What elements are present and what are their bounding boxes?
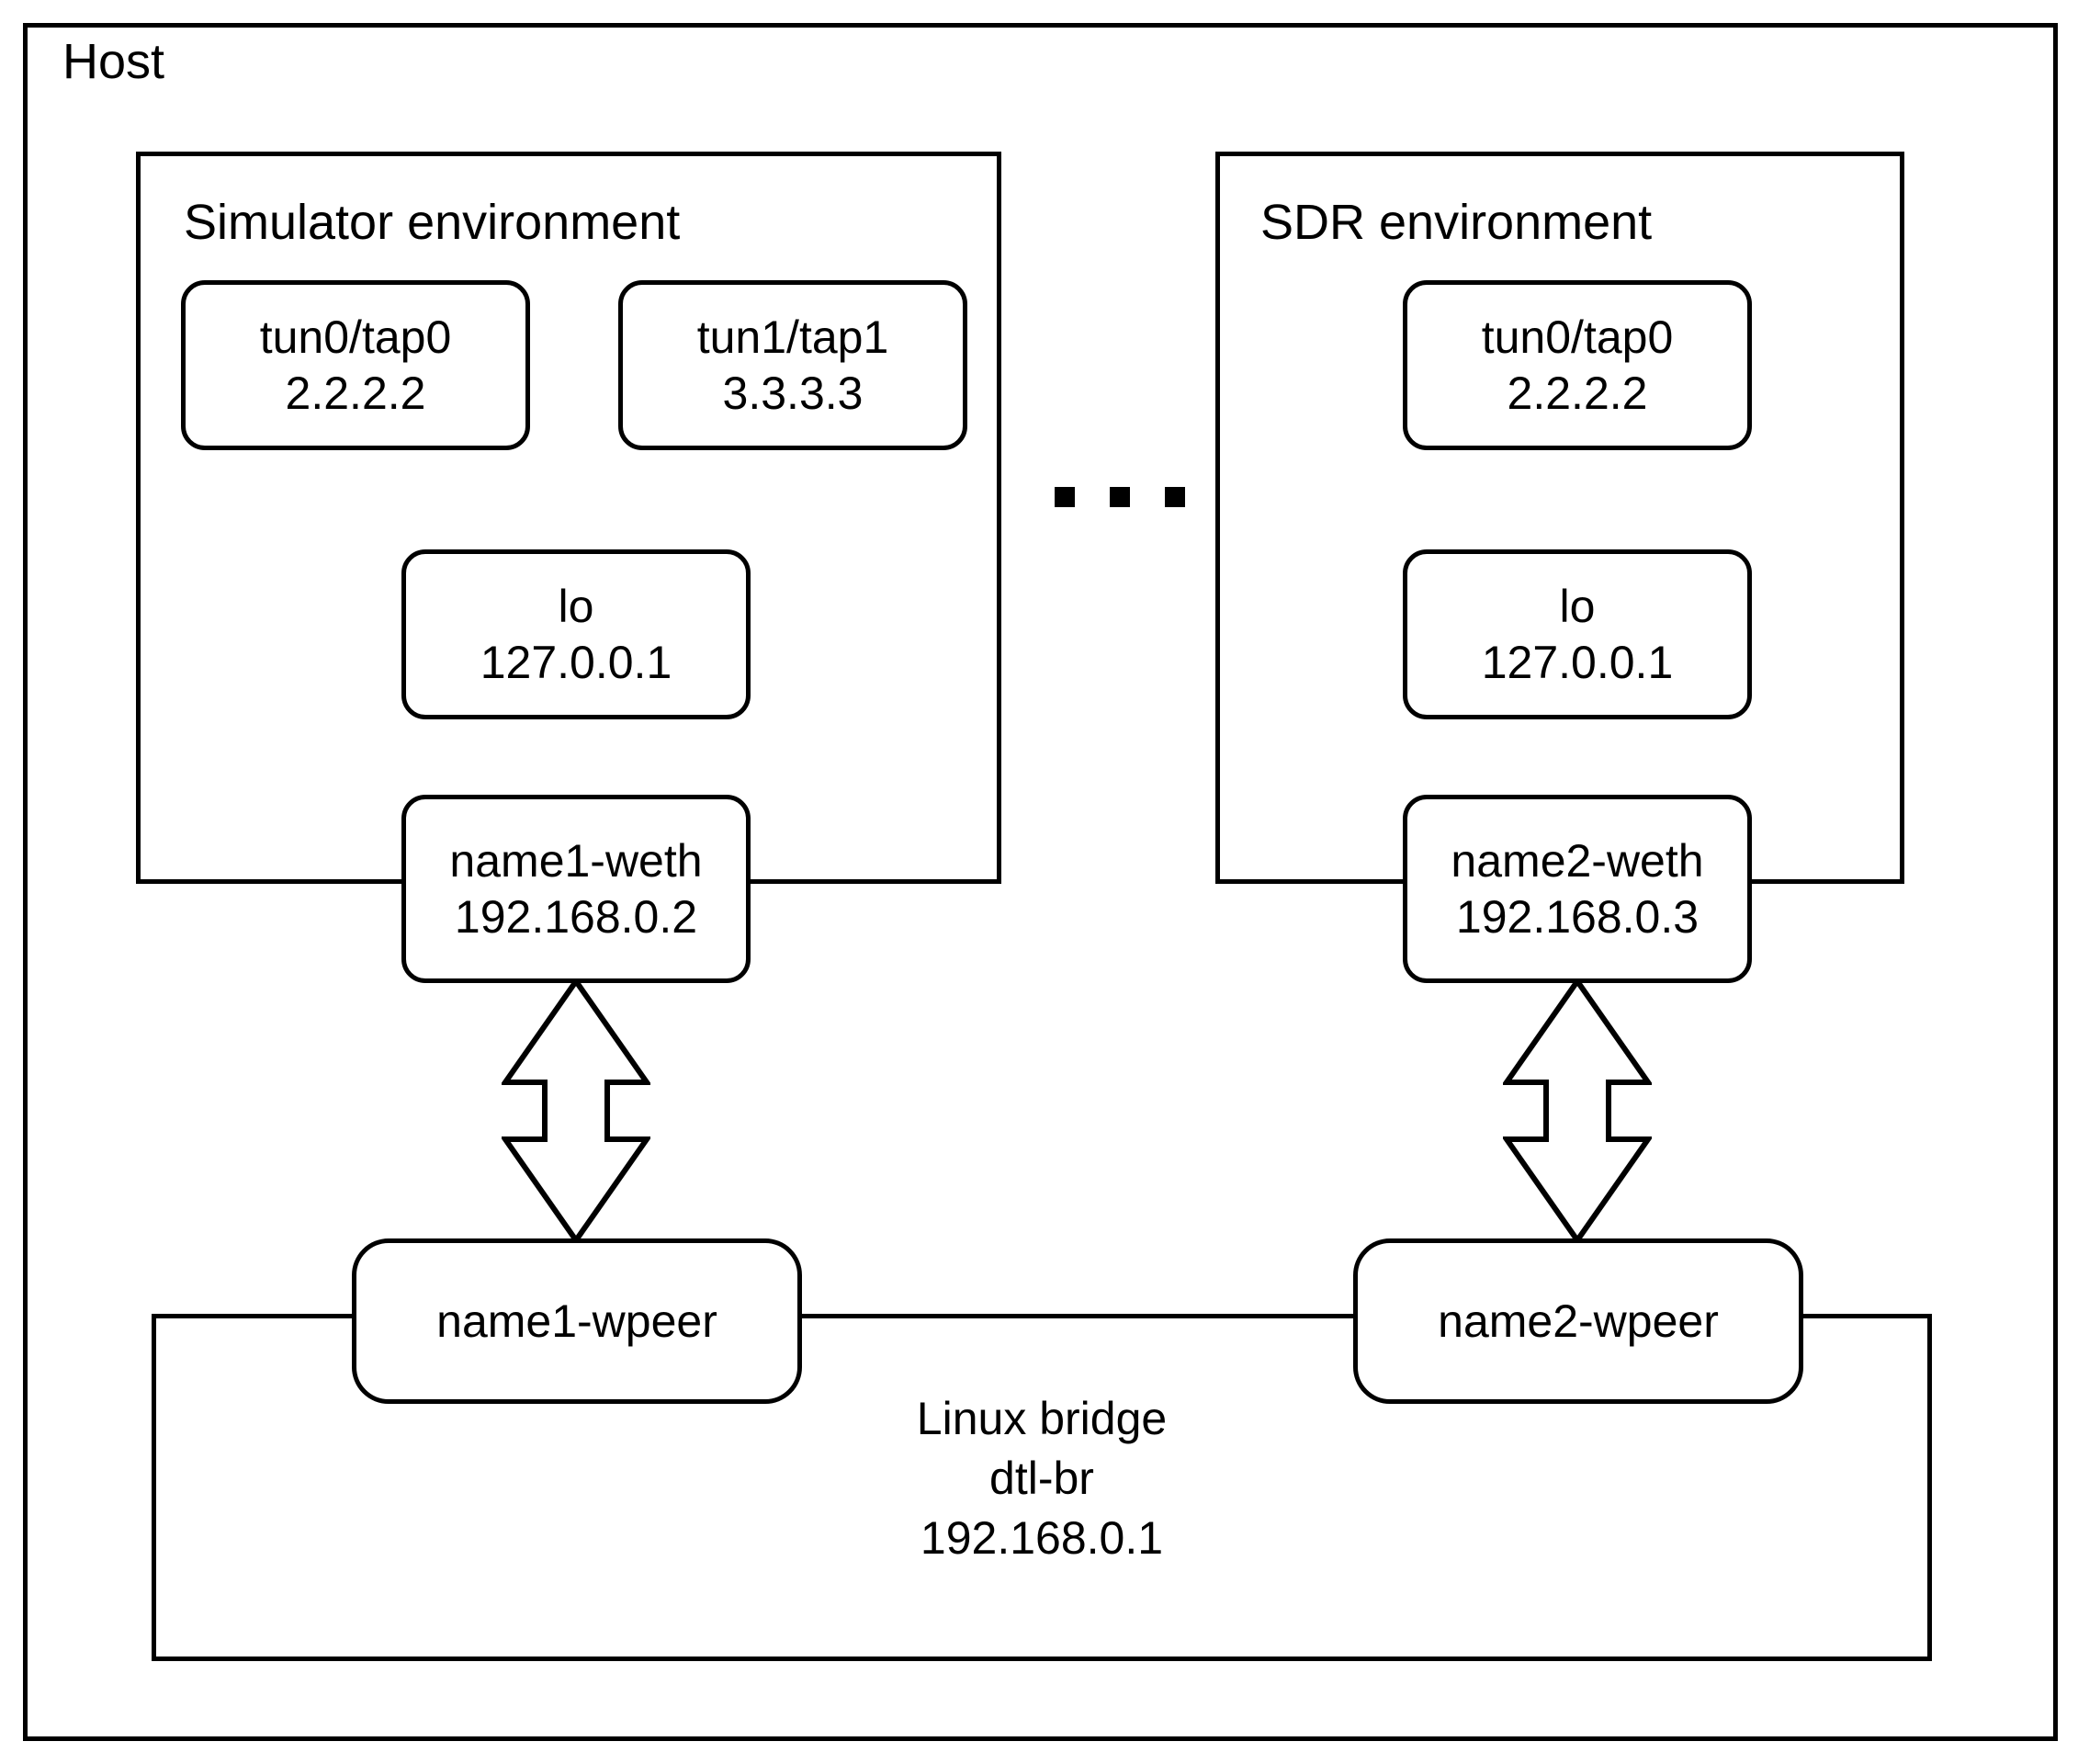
environments-ellipsis <box>1055 487 1185 507</box>
veth-address: 192.168.0.3 <box>1455 890 1700 943</box>
double-headed-arrow-icon <box>1503 979 1652 1242</box>
interface-node-sim-tun1[interactable]: tun1/tap1 3.3.3.3 <box>618 280 967 450</box>
interface-address: 3.3.3.3 <box>722 367 864 419</box>
sdr-environment-label: SDR environment <box>1260 195 1653 250</box>
peer-name: name2-wpeer <box>1438 1295 1719 1347</box>
bridge-caption-line-2: dtl-br <box>989 1453 1094 1504</box>
connector-arrow-sdr <box>1503 979 1652 1242</box>
host-box <box>23 23 2058 1741</box>
interface-address: 2.2.2.2 <box>285 367 426 419</box>
veth-name: name1-weth <box>449 834 703 887</box>
peer-name: name1-wpeer <box>436 1295 717 1347</box>
veth-node-name1-weth[interactable]: name1-weth 192.168.0.2 <box>401 795 751 983</box>
interface-name: tun0/tap0 <box>259 311 452 363</box>
peer-node-name2-wpeer[interactable]: name2-wpeer <box>1353 1238 1803 1404</box>
interface-address: 127.0.0.1 <box>480 636 672 688</box>
interface-name: tun1/tap1 <box>696 311 889 363</box>
linux-bridge-caption: Linux bridge dtl-br 192.168.0.1 <box>766 1389 1317 1568</box>
connector-arrow-simulator <box>502 979 650 1242</box>
interface-name: tun0/tap0 <box>1481 311 1674 363</box>
simulator-environment-label: Simulator environment <box>184 195 681 250</box>
interface-node-sim-tun0[interactable]: tun0/tap0 2.2.2.2 <box>181 280 530 450</box>
simulator-environment-box <box>136 152 1001 884</box>
interface-address: 127.0.0.1 <box>1481 636 1674 688</box>
peer-node-name1-wpeer[interactable]: name1-wpeer <box>352 1238 802 1404</box>
ellipsis-dot-2 <box>1110 487 1130 507</box>
interface-name: lo <box>1559 580 1596 632</box>
interface-node-sdr-tun0[interactable]: tun0/tap0 2.2.2.2 <box>1403 280 1752 450</box>
interface-node-sdr-lo[interactable]: lo 127.0.0.1 <box>1403 549 1752 719</box>
ellipsis-dot-3 <box>1165 487 1185 507</box>
veth-node-name2-weth[interactable]: name2-weth 192.168.0.3 <box>1403 795 1752 983</box>
interface-address: 2.2.2.2 <box>1507 367 1648 419</box>
veth-name: name2-weth <box>1451 834 1704 887</box>
double-headed-arrow-icon <box>502 979 650 1242</box>
sdr-environment-box <box>1215 152 1904 884</box>
veth-address: 192.168.0.2 <box>454 890 698 943</box>
ellipsis-dot-1 <box>1055 487 1075 507</box>
interface-node-sim-lo[interactable]: lo 127.0.0.1 <box>401 549 751 719</box>
interface-name: lo <box>558 580 594 632</box>
linux-bridge-box <box>152 1314 1932 1661</box>
bridge-caption-line-1: Linux bridge <box>916 1393 1168 1444</box>
bridge-caption-line-3: 192.168.0.1 <box>920 1512 1164 1564</box>
host-label: Host <box>62 34 165 89</box>
